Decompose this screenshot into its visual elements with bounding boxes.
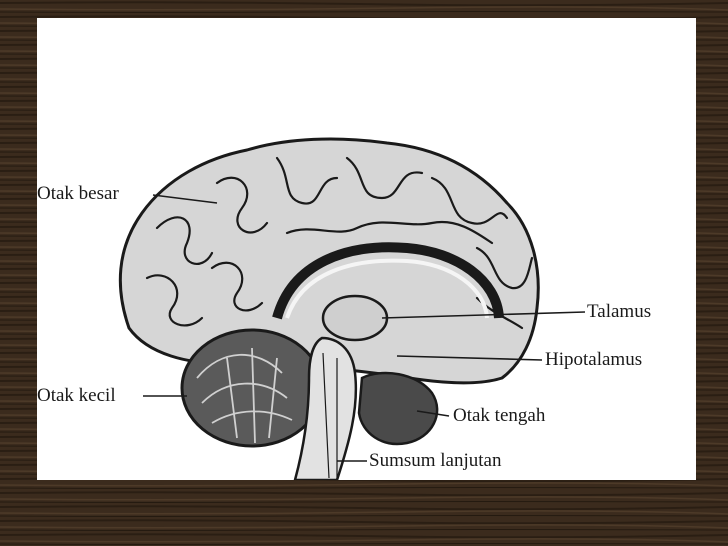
brain-sagittal-diagram [118,137,586,480]
midbrain-shape [357,371,439,446]
label-hipotalamus: Hipotalamus [545,349,643,370]
corpus-callosum [272,242,504,320]
thalamus-shape [321,294,389,342]
slide-panel: Otak besar Otak kecil Talamus Hipotalamu… [37,18,696,480]
label-sumsum-lanjutan: Sumsum lanjutan [369,450,502,471]
label-otak-kecil: Otak kecil [37,385,116,406]
cerebellum-shape [180,328,324,448]
label-otak-tengah: Otak tengah [453,405,546,426]
label-otak-besar: Otak besar [37,183,119,204]
label-leaders [143,194,586,462]
label-talamus: Talamus [587,301,652,322]
